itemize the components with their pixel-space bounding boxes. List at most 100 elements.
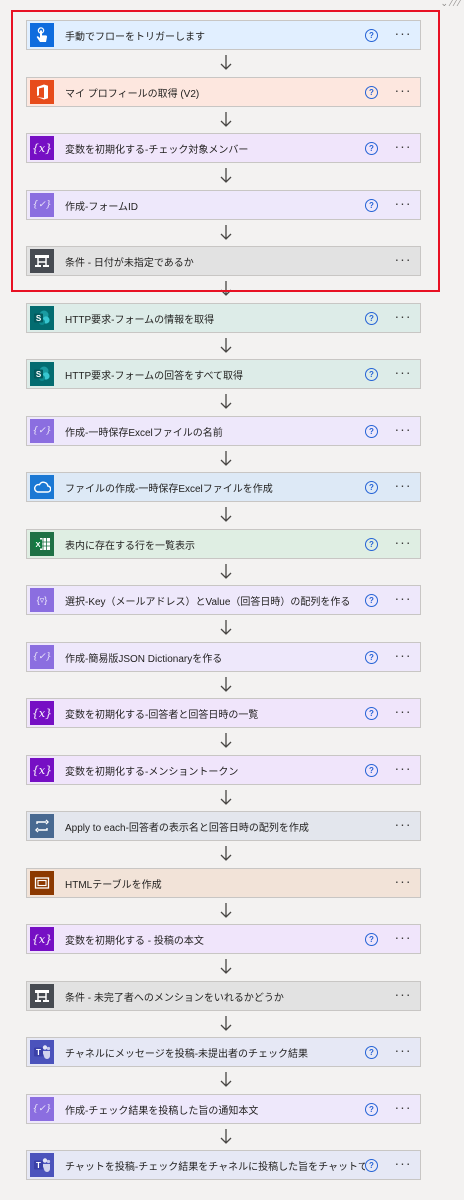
help-icon[interactable]: ? <box>365 932 378 946</box>
connector-arrow-icon <box>220 507 232 522</box>
flow-step-card[interactable]: Apply to each-回答者の表示名と回答日時の配列を作成··· <box>26 811 421 841</box>
flow-step-card[interactable]: 手動でフローをトリガーします? ··· <box>26 20 421 50</box>
flow-step-title: HTTP要求-フォームの回答をすべて取得 <box>65 370 244 382</box>
help-icon[interactable]: ? <box>365 367 378 381</box>
more-options-button[interactable]: ··· <box>394 1154 412 1171</box>
variable-icon: {x} <box>30 701 54 725</box>
more-options-button[interactable]: ··· <box>394 759 412 776</box>
flow-step-card[interactable]: {x}変数を初期化する-メンショントークン?··· <box>26 755 421 785</box>
more-options-button[interactable]: ··· <box>394 928 412 945</box>
help-icon[interactable]: ? <box>365 85 378 99</box>
flow-step-title: HTMLテーブルを作成 <box>65 879 162 891</box>
flow-step-card[interactable]: S HTTP要求-フォームの回答をすべて取得? ··· <box>26 359 421 389</box>
variable-icon: {x} <box>30 927 54 951</box>
flow-step-title: 条件 - 未完了者へのメンションをいれるかどうか <box>65 992 284 1004</box>
more-options-button[interactable]: ··· <box>394 194 412 211</box>
flow-step-title: チャネルにメッセージを投稿-未提出者のチェック結果 <box>65 1048 309 1060</box>
flow-step-card[interactable]: {✓}作成-一時保存Excelファイルの名前?··· <box>26 416 421 446</box>
more-options-button[interactable]: ··· <box>394 137 412 154</box>
help-icon[interactable]: ? <box>365 763 378 777</box>
help-icon[interactable]: ? <box>365 198 378 212</box>
flow-step-card[interactable]: HTMLテーブルを作成 ··· <box>26 868 421 898</box>
help-icon[interactable]: ? <box>365 593 378 607</box>
help-icon[interactable]: ? <box>365 1158 378 1172</box>
connector-arrow-icon <box>220 790 232 805</box>
flow-step-title: 変数を初期化する - 投稿の本文 <box>65 935 204 947</box>
help-icon[interactable]: ? <box>365 480 378 494</box>
svg-text:T: T <box>36 1161 41 1170</box>
more-options-button[interactable]: ··· <box>394 646 412 663</box>
flow-step-title: 変数を初期化する-メンショントークン <box>65 766 239 778</box>
help-icon[interactable]: ? <box>365 537 378 551</box>
more-options-button[interactable]: ··· <box>394 81 412 98</box>
flow-step-title: 作成-チェック結果を投稿した旨の通知本文 <box>65 1105 259 1117</box>
hand-touch-icon <box>30 23 54 47</box>
flow-step-card[interactable]: T チャットを投稿-チェック結果をチャネルに投稿した旨をチャットで通知? ··· <box>26 1150 421 1180</box>
more-options-button[interactable]: ··· <box>394 363 412 380</box>
teams-icon: T <box>30 1153 54 1177</box>
flow-step-title: 手動でフローをトリガーします <box>65 31 205 43</box>
flow-step-title: 作成-フォームID <box>65 201 139 213</box>
flow-step-title: 作成-簡易版JSON Dictionaryを作る <box>65 653 223 665</box>
help-icon[interactable]: ? <box>365 650 378 664</box>
flow-step-card[interactable]: {✓}作成-チェック結果を投稿した旨の通知本文?··· <box>26 1094 421 1124</box>
more-options-button[interactable]: ··· <box>394 420 412 437</box>
more-options-button[interactable]: ··· <box>394 589 412 606</box>
flow-step-title: マイ プロフィールの取得 (V2) <box>65 88 200 100</box>
connector-arrow-icon <box>220 338 232 353</box>
help-icon[interactable]: ? <box>365 1045 378 1059</box>
select-icon: {▿} <box>30 588 54 612</box>
compose-icon: {✓} <box>30 193 54 217</box>
flow-step-card[interactable]: {▿} 選択-Key（メールアドレス）とValue（回答日時）の配列を作る? ··· <box>26 585 421 615</box>
excel-icon: X <box>30 532 54 556</box>
more-options-button[interactable]: ··· <box>394 250 412 267</box>
onedrive-icon <box>30 475 54 499</box>
flow-step-card[interactable]: {✓} 作成-フォームID? ··· <box>26 190 421 220</box>
more-options-button[interactable]: ··· <box>394 815 412 832</box>
flow-step-title: ファイルの作成-一時保存Excelファイルを作成 <box>65 483 273 495</box>
connector-arrow-icon <box>220 959 232 974</box>
svg-text:X: X <box>35 540 40 549</box>
flow-step-title: チャットを投稿-チェック結果をチャネルに投稿した旨をチャットで通知 <box>65 1161 365 1173</box>
condition-icon <box>30 984 54 1008</box>
condition-icon <box>30 249 54 273</box>
flow-step-card[interactable]: 条件 - 未完了者へのメンションをいれるかどうか ··· <box>26 981 421 1011</box>
flow-step-card[interactable]: 条件 - 日付が未指定であるか ··· <box>26 246 421 276</box>
flow-step-title: 条件 - 日付が未指定であるか <box>65 257 194 269</box>
flow-step-card[interactable]: {✓}作成-簡易版JSON Dictionaryを作る?··· <box>26 642 421 672</box>
flow-step-card[interactable]: {x}変数を初期化する-回答者と回答日時の一覧?··· <box>26 698 421 728</box>
more-options-button[interactable]: ··· <box>394 985 412 1002</box>
help-icon[interactable]: ? <box>365 28 378 42</box>
connector-arrow-icon <box>220 168 232 183</box>
more-options-button[interactable]: ··· <box>394 872 412 889</box>
more-options-button[interactable]: ··· <box>394 307 412 324</box>
sharepoint-icon: S <box>30 306 54 330</box>
connector-arrow-icon <box>220 677 232 692</box>
flow-step-card[interactable]: {x} 変数を初期化する - 投稿の本文? ··· <box>26 924 421 954</box>
sharepoint-icon: S <box>30 362 54 386</box>
connector-arrow-icon <box>220 620 232 635</box>
flow-step-card[interactable]: ファイルの作成-一時保存Excelファイルを作成? ··· <box>26 472 421 502</box>
more-options-button[interactable]: ··· <box>394 702 412 719</box>
loop-icon <box>30 814 54 838</box>
flow-step-title: 選択-Key（メールアドレス）とValue（回答日時）の配列を作る <box>65 596 351 608</box>
help-icon[interactable]: ? <box>365 706 378 720</box>
more-options-button[interactable]: ··· <box>394 533 412 550</box>
help-icon[interactable]: ? <box>365 424 378 438</box>
connector-arrow-icon <box>220 55 232 70</box>
flow-step-card[interactable]: マイ プロフィールの取得 (V2)? ··· <box>26 77 421 107</box>
flow-step-card[interactable]: {x}変数を初期化する-チェック対象メンバー?··· <box>26 133 421 163</box>
connector-arrow-icon <box>220 1129 232 1144</box>
more-options-button[interactable]: ··· <box>394 24 412 41</box>
more-options-button[interactable]: ··· <box>394 476 412 493</box>
more-options-button[interactable]: ··· <box>394 1098 412 1115</box>
top-edge-fragment: ⌄ ⁄ ⁄ ⁄ <box>440 0 460 8</box>
help-icon[interactable]: ? <box>365 311 378 325</box>
more-options-button[interactable]: ··· <box>394 1041 412 1058</box>
help-icon[interactable]: ? <box>365 141 378 155</box>
help-icon[interactable]: ? <box>365 1102 378 1116</box>
